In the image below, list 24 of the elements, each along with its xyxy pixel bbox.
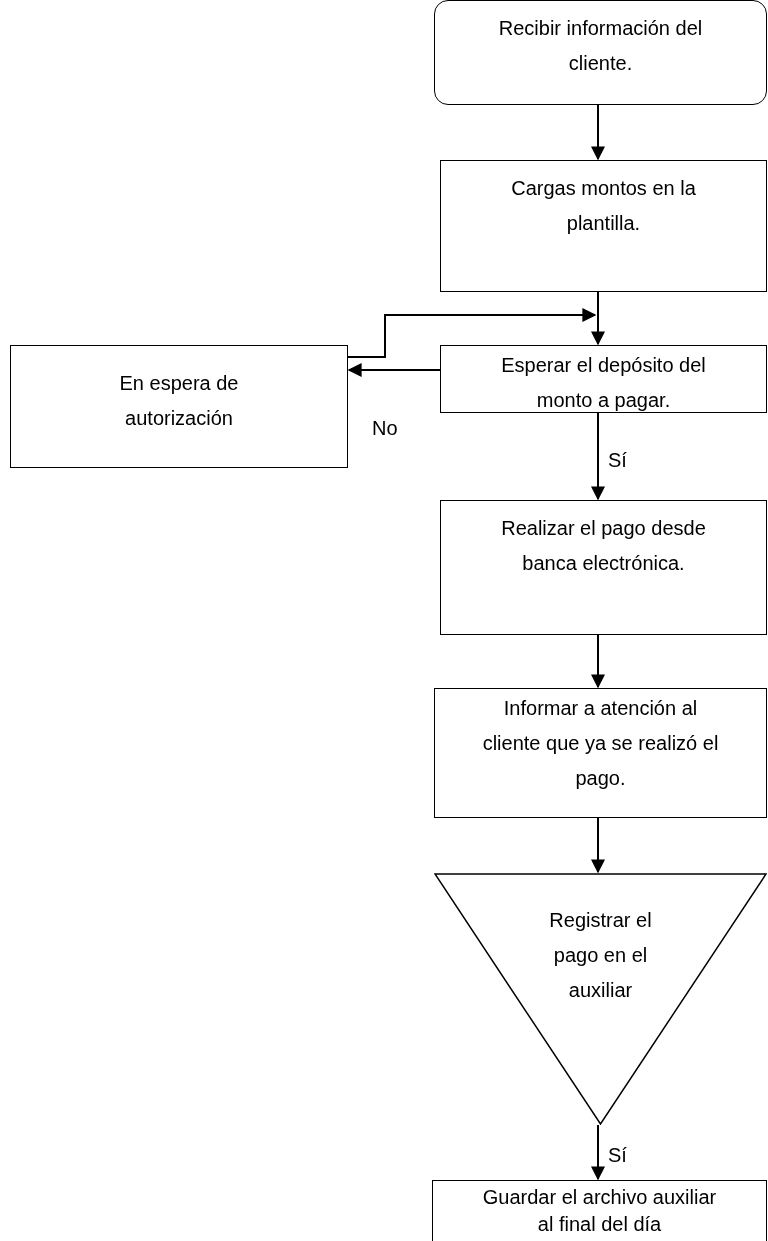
node-text: Informar a atención al cliente que ya se realizó el pago. bbox=[481, 696, 720, 791]
node-text: Cargas montos en la plantilla. bbox=[510, 176, 697, 236]
node-text: Realizar el pago desde banca electrónica. bbox=[500, 516, 707, 576]
start-box bbox=[434, 0, 767, 105]
node-text: En espera de autorización bbox=[118, 371, 240, 431]
arrow bbox=[591, 291, 605, 346]
process-box bbox=[440, 160, 767, 292]
node-text: Esperar el depósito del monto a pagar. bbox=[500, 353, 707, 413]
process-box bbox=[432, 1180, 767, 1241]
arrow bbox=[591, 412, 605, 501]
node-text: Recibir información del cliente. bbox=[497, 16, 704, 76]
arrow bbox=[591, 104, 605, 161]
process-box bbox=[10, 345, 348, 468]
arrow bbox=[591, 817, 605, 874]
process-box bbox=[440, 345, 767, 413]
triangle-shape bbox=[434, 873, 767, 1125]
arrow bbox=[347, 363, 441, 377]
arrow bbox=[591, 1124, 605, 1181]
arrow bbox=[347, 308, 597, 358]
node-text: Registrar el pago en el auxiliar bbox=[548, 908, 653, 1003]
process-box bbox=[440, 500, 767, 635]
arrow bbox=[591, 634, 605, 689]
node-text: Guardar el archivo auxiliar al final del día bbox=[481, 1185, 718, 1237]
process-box bbox=[434, 688, 767, 818]
